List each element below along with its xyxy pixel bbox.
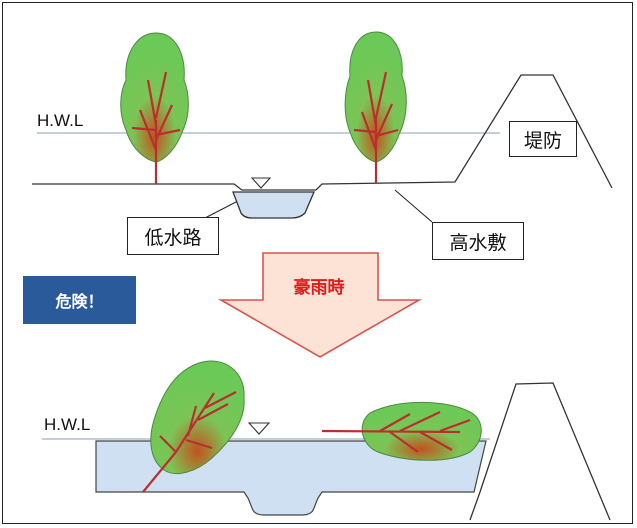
callout-line-low-channel (204, 201, 237, 219)
hwl-label-top: H.W.L (37, 111, 84, 130)
tree-left-top (120, 32, 189, 184)
low-channel-water (232, 191, 315, 219)
hwl-label-bottom: H.W.L (44, 415, 91, 434)
floodplain-label: 高水敷 (432, 222, 524, 260)
tree-tilted-bottom (142, 360, 245, 493)
danger-badge: 危険！ (23, 276, 136, 324)
levee-label: 堤防 (509, 121, 577, 157)
water-level-symbol-top (250, 177, 272, 189)
ground-profile-top (32, 74, 613, 191)
tree-fallen-bottom (321, 401, 482, 461)
callout-line-floodplain (394, 189, 433, 223)
low-channel-label: 低水路 (127, 217, 219, 255)
levee-bottom (469, 382, 611, 521)
heavy-rain-arrow (218, 252, 422, 358)
heavy-rain-label: 豪雨時 (293, 278, 345, 297)
tree-right-top (344, 31, 407, 184)
water-level-symbol-bottom (247, 422, 271, 435)
